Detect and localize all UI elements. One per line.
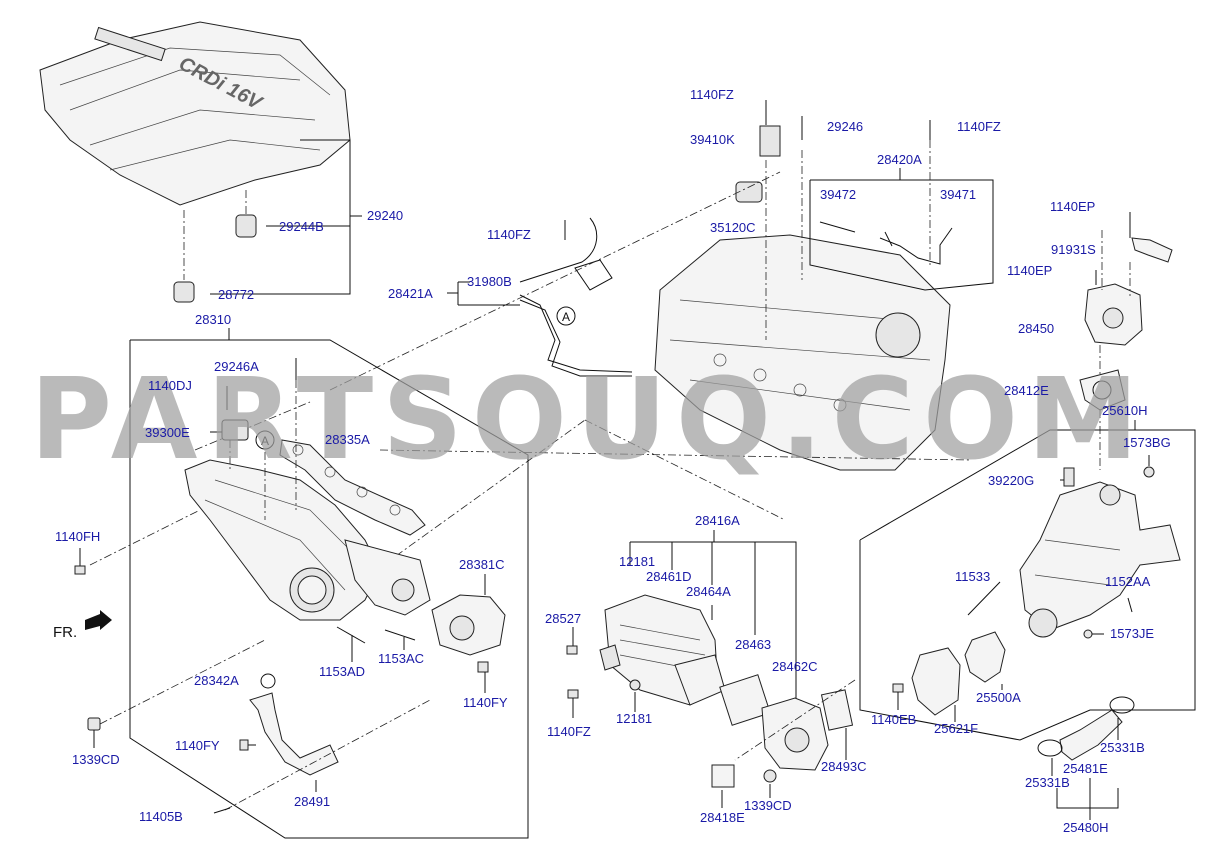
label-28310[interactable]: 28310: [195, 312, 232, 327]
label-1140fz-top[interactable]: 1140FZ: [690, 87, 734, 102]
label-1140fz-low[interactable]: 1140FZ: [547, 724, 591, 739]
label-1140fy-right[interactable]: 1140FY: [463, 695, 508, 710]
label-25621f[interactable]: 25621F: [934, 721, 979, 736]
label-1140fz-mid[interactable]: 1140FZ: [487, 227, 531, 242]
label-35120c[interactable]: 35120C: [710, 220, 756, 235]
cylinder-head: [654, 234, 951, 471]
label-1140ep-b[interactable]: 1140EP: [1007, 263, 1053, 278]
label-12181-low[interactable]: 12181: [616, 711, 653, 726]
label-29240[interactable]: 29240: [367, 208, 404, 223]
label-11405b[interactable]: 11405B: [139, 809, 183, 824]
label-39300e[interactable]: 39300E: [145, 425, 190, 440]
label-25610h[interactable]: 25610H: [1102, 403, 1148, 418]
thermostat-25500a: [964, 631, 1006, 683]
front-direction-label: FR.: [53, 624, 78, 641]
label-28335a[interactable]: 28335A: [325, 432, 370, 447]
gasket-28335a: [279, 439, 426, 536]
label-1140fh[interactable]: 1140FH: [55, 529, 101, 544]
engine-cover: CRDi 16V: [39, 21, 351, 206]
label-39471[interactable]: 39471: [940, 187, 977, 202]
thermostat-housing: [1019, 481, 1181, 638]
label-1339cd-left[interactable]: 1339CD: [72, 752, 120, 767]
label-1140fy-left[interactable]: 1140FY: [175, 738, 220, 753]
label-25331b-right[interactable]: 25331B: [1100, 740, 1145, 755]
label-28412e[interactable]: 28412E: [1004, 383, 1049, 398]
intake-manifold: [184, 459, 431, 621]
grommet-28772: [173, 281, 195, 303]
sensor-39300e: [221, 419, 249, 441]
clamp-25331b-left: [1037, 739, 1063, 757]
label-39472[interactable]: 39472: [820, 187, 857, 202]
label-1140fz-right[interactable]: 1140FZ: [957, 119, 1001, 134]
label-28342a[interactable]: 28342A: [194, 673, 239, 688]
label-1339cd-right[interactable]: 1339CD: [744, 798, 792, 813]
label-28772[interactable]: 28772: [218, 287, 255, 302]
egr-cooler: [599, 594, 726, 706]
label-1140dj[interactable]: 1140DJ: [148, 378, 192, 393]
label-28463[interactable]: 28463: [735, 637, 772, 652]
label-28464a[interactable]: 28464A: [686, 584, 731, 599]
label-31980b[interactable]: 31980B: [467, 274, 512, 289]
label-25331b-left[interactable]: 25331B: [1025, 775, 1070, 790]
label-28416a[interactable]: 28416A: [695, 513, 740, 528]
gasket-28493c: [820, 689, 854, 731]
label-28381c[interactable]: 28381C: [459, 557, 505, 572]
label-28421a[interactable]: 28421A: [388, 286, 433, 301]
label-39410k[interactable]: 39410K: [690, 132, 735, 147]
label-39220g[interactable]: 39220G: [988, 473, 1035, 488]
sensor-39220g: [1063, 467, 1075, 487]
label-28491[interactable]: 28491: [294, 794, 331, 809]
bracket-91931s: [1131, 237, 1173, 263]
label-28450[interactable]: 28450: [1018, 321, 1055, 336]
label-1573bg[interactable]: 1573BG: [1123, 435, 1171, 450]
label-28527[interactable]: 28527: [545, 611, 582, 626]
marker-a-pipe-label: A: [562, 310, 570, 324]
label-1140ep-a[interactable]: 1140EP: [1050, 199, 1096, 214]
label-29244b[interactable]: 29244B: [279, 219, 324, 234]
arrow-icon: [84, 610, 114, 630]
gasket-28342a: [260, 673, 276, 689]
label-91931s[interactable]: 91931S: [1051, 242, 1096, 257]
part-39410k: [759, 125, 781, 157]
label-1152aa[interactable]: 1152AA: [1105, 574, 1151, 589]
label-1153ac[interactable]: 1153AC: [378, 651, 425, 666]
label-28418e[interactable]: 28418E: [700, 810, 745, 825]
label-29246a[interactable]: 29246A: [214, 359, 259, 374]
marker-a-manifold: [255, 430, 275, 450]
label-11533[interactable]: 11533: [955, 569, 991, 584]
clamp-25331b-right: [1109, 696, 1135, 714]
part-35120c: [735, 181, 763, 203]
marker-a-pipe: [556, 306, 576, 326]
label-12181-top[interactable]: 12181: [619, 554, 656, 569]
label-1140eb[interactable]: 1140EB: [871, 712, 917, 727]
grommet-29244b: [235, 214, 257, 238]
hose-25481e: [1059, 709, 1123, 761]
label-28462c[interactable]: 28462C: [772, 659, 818, 674]
gasket-28463: [719, 674, 771, 726]
label-28493c[interactable]: 28493C: [821, 759, 867, 774]
front-arrow-shape: [85, 610, 112, 630]
label-1153ad[interactable]: 1153AD: [319, 664, 366, 679]
label-25481e[interactable]: 25481E: [1063, 761, 1108, 776]
gasket-28412e: [1079, 369, 1126, 411]
label-1573je[interactable]: 1573JE: [1110, 626, 1155, 641]
label-28461d[interactable]: 28461D: [646, 569, 692, 584]
label-29246-top[interactable]: 29246: [827, 119, 864, 134]
label-25480h[interactable]: 25480H: [1063, 820, 1109, 835]
pipe-28491: [249, 692, 339, 776]
fitting-25621f: [911, 647, 961, 716]
label-25500a[interactable]: 25500A: [976, 690, 1021, 705]
label-28420a[interactable]: 28420A: [877, 152, 922, 167]
marker-a-manifold-label: A: [261, 434, 269, 448]
gasket-28418e: [711, 764, 735, 788]
